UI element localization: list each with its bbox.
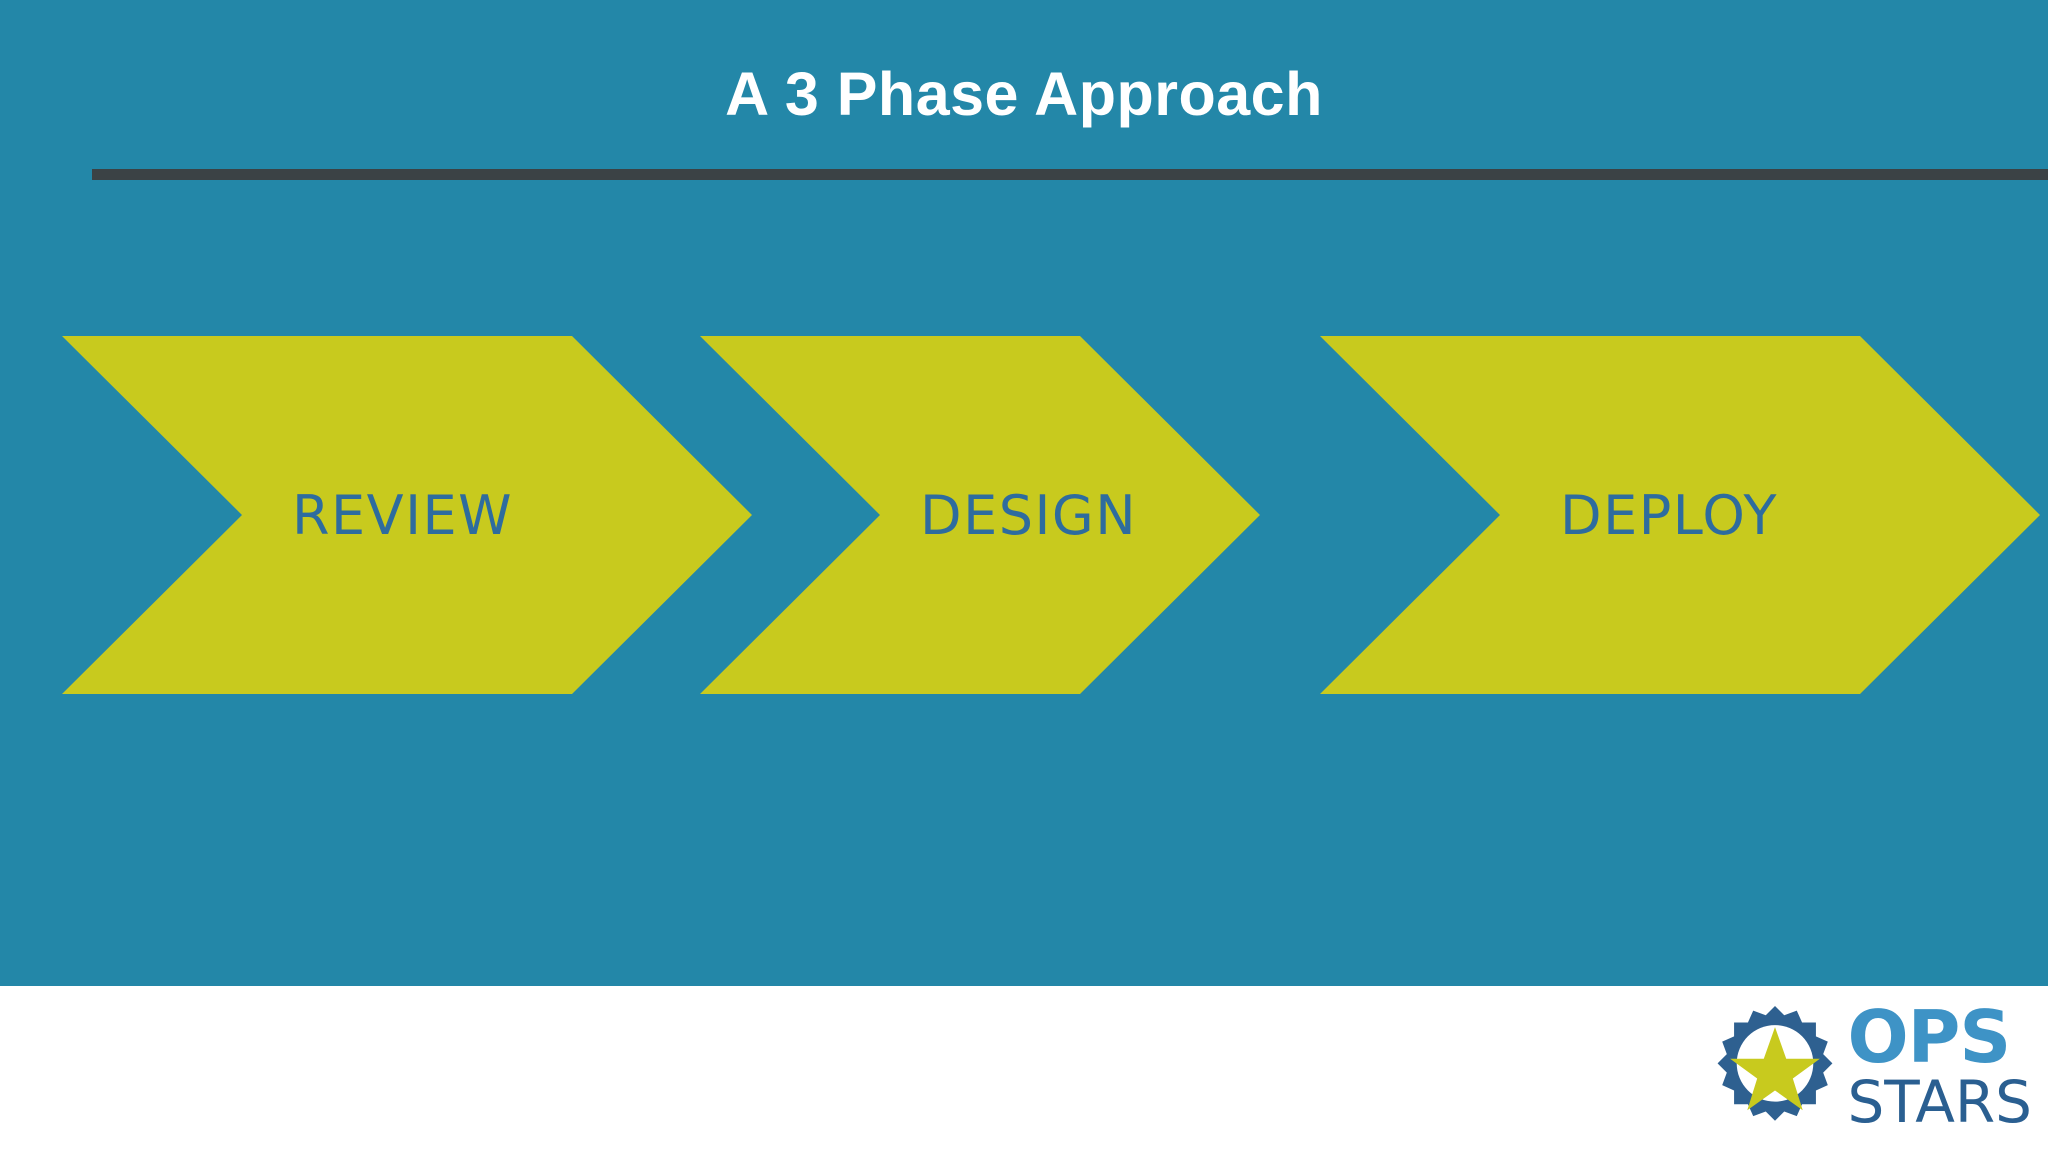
title-divider: [92, 169, 2048, 180]
chevron-shape: [700, 336, 1260, 694]
chevron-shape: [62, 336, 752, 694]
process-step-review[interactable]: REVIEW: [62, 336, 752, 694]
process-chevron-diagram: REVIEW DESIGN DEPLOY: [0, 336, 2048, 698]
logo-wordmark: OPS STARS: [1847, 995, 2032, 1136]
page-title: A 3 Phase Approach: [725, 60, 1323, 128]
slide-footer: OPS STARS: [0, 986, 2048, 1152]
gear-icon: [1718, 1005, 1833, 1121]
logo-word-stars: STARS: [1847, 1068, 2032, 1136]
chevron-shape: [1320, 336, 2040, 694]
opsstars-logo: OPS STARS: [1709, 994, 2032, 1142]
star-icon: [1730, 1027, 1821, 1111]
process-step-deploy[interactable]: DEPLOY: [1320, 336, 2040, 694]
process-step-design[interactable]: DESIGN: [700, 336, 1260, 694]
logo-word-ops: OPS: [1847, 995, 2011, 1079]
